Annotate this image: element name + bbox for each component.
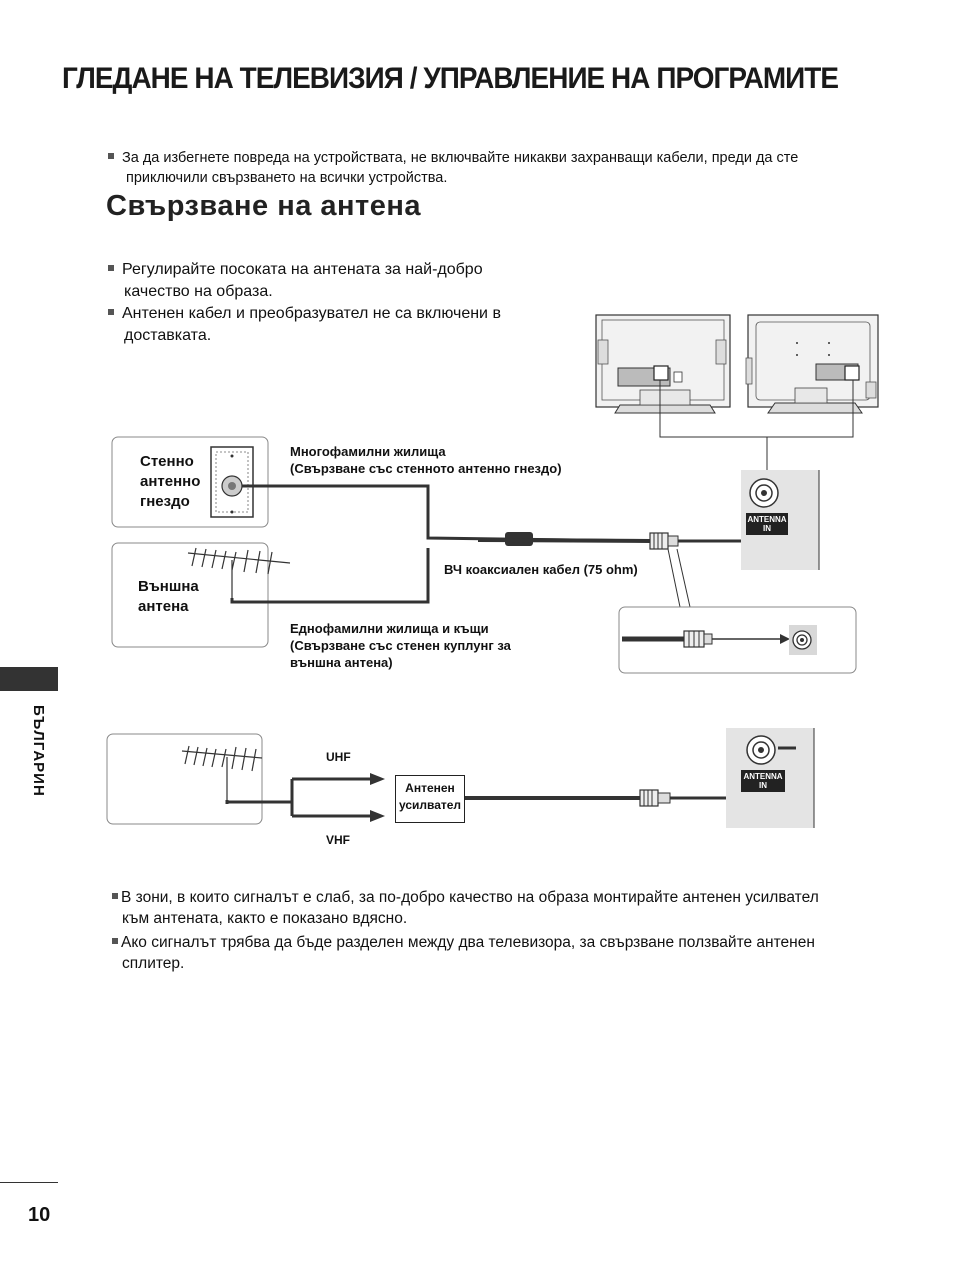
bullet-square-icon <box>108 308 114 315</box>
top-note-line1: За да избегнете повреда на устройствата,… <box>122 150 799 166</box>
vhf-label: VHF <box>326 833 350 847</box>
bullet-square-icon <box>112 892 118 899</box>
f-connector-icon-2 <box>639 789 671 807</box>
f-connector-icon <box>649 532 679 550</box>
multi-family-line1: Многофамилни жилища <box>290 444 446 459</box>
single-family-label: Еднофамилни жилища и къщи (Свързване със… <box>290 620 511 671</box>
wall-socket-label-line2: антенно <box>140 473 201 490</box>
antenna-in-line2: IN <box>759 781 767 790</box>
bottom-note2-line1: Ако сигналът трябва да бъде разделен меж… <box>121 934 815 951</box>
bullet1-line2: качество на образа. <box>124 283 273 300</box>
bullet2-line2: доставката. <box>124 327 212 344</box>
uhf-label: UHF <box>326 750 351 764</box>
amplifier-antenna-box <box>106 733 263 825</box>
antenna-amplifier-box: Антенен усилвател <box>395 775 465 823</box>
top-note: За да избегнете повреда на устройствата,… <box>108 148 798 188</box>
bottom-notes: В зони, в които сигналът е слаб, за по-д… <box>112 887 819 974</box>
section-title: Свързване на антена <box>106 190 422 222</box>
single-family-line3: външна антена) <box>290 655 393 670</box>
bullet1-line1: Регулирайте посоката на антената за най-… <box>122 261 483 278</box>
coax-cable-label: ВЧ коаксиален кабел (75 ohm) <box>444 562 638 577</box>
footer-divider <box>0 1182 58 1183</box>
antenna-in-line1: ANTENNA <box>747 515 787 524</box>
bullet2-line1: Антенен кабел и преобразувател не са вкл… <box>122 305 501 322</box>
bullet-list: Регулирайте посоката на антената за най-… <box>108 259 548 347</box>
outdoor-antenna-label: Външна антена <box>138 577 199 617</box>
tv-rear-view-1-icon <box>595 314 731 414</box>
bullet-square-icon <box>108 153 114 160</box>
wall-socket-label: Стенно антенно гнездо <box>140 452 200 512</box>
outdoor-antenna-box <box>111 542 269 648</box>
page-number: 10 <box>28 1204 51 1226</box>
amplifier-line2: усилвател <box>398 798 462 812</box>
coax-cable-lines <box>230 484 651 604</box>
antenna-in-line1: ANTENNA <box>743 772 783 781</box>
outdoor-antenna-label-line2: антена <box>138 598 189 615</box>
wall-socket-label-line1: Стенно <box>140 453 194 470</box>
tv-rear-view-2-icon <box>745 314 879 414</box>
side-language-label: БЪЛГАРИН <box>30 705 47 797</box>
antenna-icon <box>187 547 291 600</box>
outdoor-antenna-label-line1: Външна <box>138 578 199 595</box>
antenna-in-label: ANTENNA IN <box>746 513 788 535</box>
amplifier-line1: Антенен <box>405 781 455 795</box>
single-family-line1: Еднофамилни жилища и къщи <box>290 621 489 636</box>
antenna-icon-2 <box>181 745 263 800</box>
language-tab-marker <box>0 667 58 691</box>
bottom-note2-line2: сплитер. <box>122 955 185 972</box>
antenna-in-line2: IN <box>763 524 771 533</box>
bullet-square-icon <box>108 264 114 271</box>
single-family-line2: (Свързване със стенен куплунг за <box>290 638 511 653</box>
bottom-note1-line1: В зони, в които сигналът е слаб, за по-д… <box>121 889 819 906</box>
page-header-title: ГЛЕДАНЕ НА ТЕЛЕВИЗИЯ / УПРАВЛЕНИЕ НА ПРО… <box>62 62 839 95</box>
bullet-square-icon <box>112 937 118 944</box>
multi-family-line2: (Свързване със стенното антенно гнездо) <box>290 461 562 476</box>
top-note-line2: приключили свързването на всички устройс… <box>126 170 448 186</box>
multi-family-label: Многофамилни жилища (Свързване със стенн… <box>290 443 562 477</box>
antenna-in-label-2: ANTENNA IN <box>741 770 785 792</box>
wall-socket-label-line3: гнездо <box>140 493 190 510</box>
bottom-note1-line2: към антената, както е показано вдясно. <box>122 910 408 927</box>
